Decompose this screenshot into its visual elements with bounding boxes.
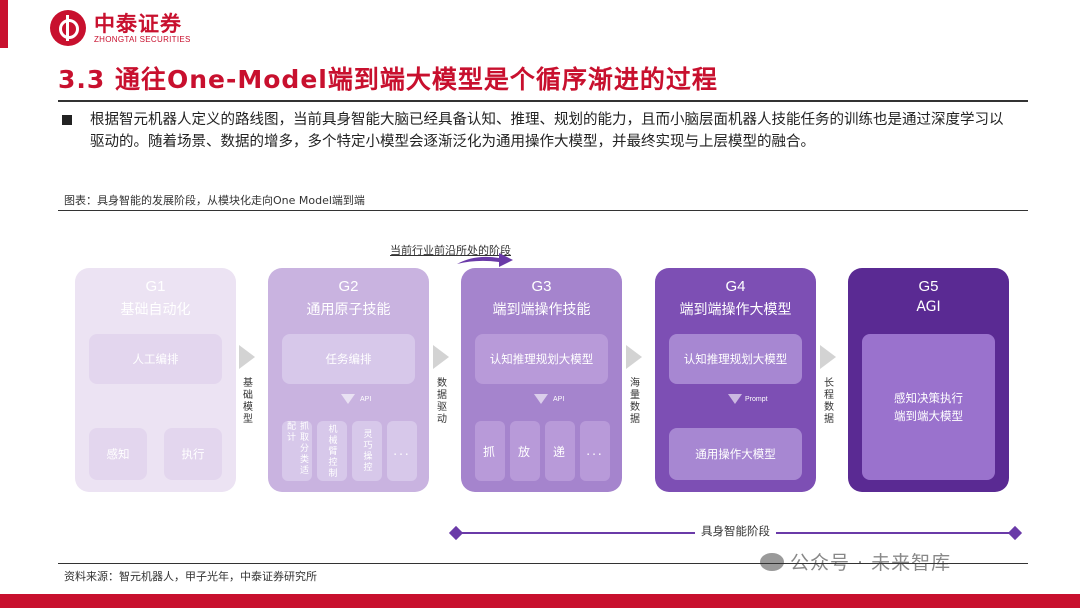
connector-label: 海量数据 bbox=[630, 378, 640, 425]
stage-item-more: ... bbox=[387, 421, 417, 481]
stage-card-g1: G1 基础自动化 人工编排 感知 执行 bbox=[75, 268, 236, 492]
footer-bar bbox=[0, 594, 1080, 608]
stage-item-perception: 感知 bbox=[89, 428, 147, 480]
current-stage-arrow-icon bbox=[457, 253, 513, 267]
connector-arrow-icon bbox=[820, 345, 836, 369]
stage-item-more: ... bbox=[580, 421, 610, 481]
logo-icon bbox=[50, 10, 86, 46]
wechat-icon bbox=[760, 553, 784, 571]
stage-bottom-box: 通用操作大模型 bbox=[669, 428, 802, 480]
stage-code: G2 bbox=[338, 278, 359, 295]
source-note: 资料来源：智元机器人，甲子光年，中泰证券研究所 bbox=[64, 570, 317, 583]
connector-arrow-icon bbox=[433, 345, 449, 369]
watermark: 公众号 · 未来智库 bbox=[760, 548, 951, 575]
stage-top-box: 人工编排 bbox=[89, 334, 222, 384]
stage-top-box: 认知推理规划大模型 bbox=[669, 334, 802, 384]
stage-code: G3 bbox=[531, 278, 552, 295]
stage-card-g3: G3 端到端操作技能 认知推理规划大模型 API 抓 放 递 ... bbox=[461, 268, 622, 492]
stage-card-g2: G2 通用原子技能 任务编排 API 抓取分类适配计 机械臂控制 灵巧操控 ..… bbox=[268, 268, 429, 492]
stage-item-execution: 执行 bbox=[164, 428, 222, 480]
figure-caption: 图表：具身智能的发展阶段，从模块化走向One Model端到端 bbox=[64, 194, 365, 207]
stage-name: 端到端操作技能 bbox=[492, 302, 591, 318]
connector-label: 数据驱动 bbox=[437, 378, 447, 425]
stage-name: AGI bbox=[916, 299, 941, 315]
stage-code: G1 bbox=[145, 278, 166, 295]
stage-item-grab: 抓 bbox=[475, 421, 505, 481]
stage-code: G4 bbox=[725, 278, 746, 295]
stage-card-g5: G5 AGI 感知决策执行 端到端大模型 bbox=[848, 268, 1009, 492]
bullet-square-icon bbox=[62, 115, 72, 125]
connector-label: 基础模型 bbox=[243, 378, 253, 425]
down-arrow-icon bbox=[341, 394, 355, 404]
stage-center-box: 感知决策执行 端到端大模型 bbox=[862, 334, 995, 480]
down-arrow-icon bbox=[728, 394, 742, 404]
stage-item: 机械臂控制 bbox=[317, 421, 347, 481]
stage-top-box: 任务编排 bbox=[282, 334, 415, 384]
stage-item-hand: 递 bbox=[545, 421, 575, 481]
stage-item-place: 放 bbox=[510, 421, 540, 481]
company-logo: 中泰证券 ZHONGTAI SECURITIES bbox=[50, 10, 191, 46]
bullet-paragraph: 根据智元机器人定义的路线图，当前具身智能大脑已经具备认知、推理、规划的能力，且而… bbox=[62, 109, 1014, 153]
api-label: API bbox=[553, 396, 565, 403]
page-title: 3.3 通往One-Model端到端大模型是个循序渐进的过程 bbox=[58, 65, 718, 94]
stage-name: 基础自动化 bbox=[120, 302, 191, 318]
stage-item: 抓取分类适配计 bbox=[282, 421, 312, 481]
stage-item: 灵巧操控 bbox=[352, 421, 382, 481]
stage-name: 端到端操作大模型 bbox=[679, 302, 792, 318]
api-label: API bbox=[360, 396, 372, 403]
title-divider bbox=[58, 100, 1028, 102]
brand-accent-bar bbox=[0, 0, 8, 48]
stage-code: G5 bbox=[918, 278, 939, 295]
stage-name: 通用原子技能 bbox=[306, 302, 391, 318]
phase-label: 具身智能阶段 bbox=[695, 523, 776, 539]
stage-card-g4: G4 端到端操作大模型 认知推理规划大模型 Prompt 通用操作大模型 bbox=[655, 268, 816, 492]
connector-arrow-icon bbox=[626, 345, 642, 369]
prompt-label: Prompt bbox=[745, 396, 768, 403]
down-arrow-icon bbox=[534, 394, 548, 404]
bullet-text: 根据智元机器人定义的路线图，当前具身智能大脑已经具备认知、推理、规划的能力，且而… bbox=[90, 112, 1004, 150]
logo-name-en: ZHONGTAI SECURITIES bbox=[94, 34, 191, 44]
connector-label: 长程数据 bbox=[824, 378, 834, 425]
stage-top-box: 认知推理规划大模型 bbox=[475, 334, 608, 384]
phase-end-marker bbox=[1007, 525, 1023, 541]
current-stage-label: 当前行业前沿所处的阶段 bbox=[390, 244, 511, 257]
logo-name-cn: 中泰证券 bbox=[94, 11, 182, 36]
phase-start-marker bbox=[448, 525, 464, 541]
connector-arrow-icon bbox=[239, 345, 255, 369]
caption-divider bbox=[58, 210, 1028, 211]
footer-divider bbox=[58, 563, 1028, 564]
